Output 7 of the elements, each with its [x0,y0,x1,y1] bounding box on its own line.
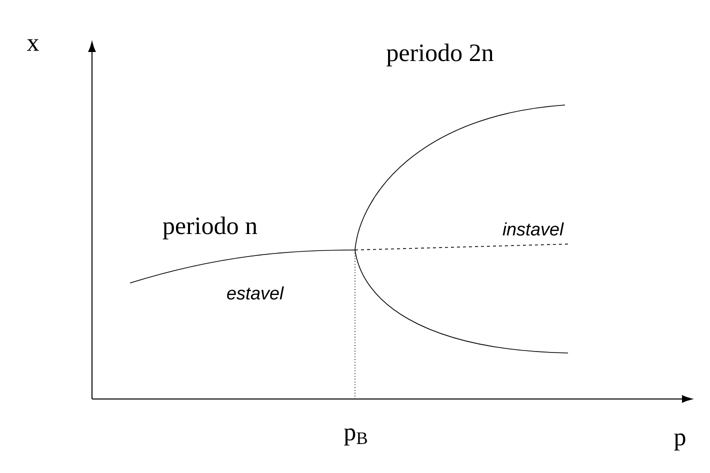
stability-label: instavel [502,222,564,236]
bifurcation-point-label: p$_{B}$ [344,428,367,446]
branch-label: periodo n [162,216,258,240]
stability-label: estavel [227,286,284,300]
axis-label: p [674,433,686,451]
branch-label: periodo 2n [386,44,494,66]
axis-label: x [26,39,39,51]
